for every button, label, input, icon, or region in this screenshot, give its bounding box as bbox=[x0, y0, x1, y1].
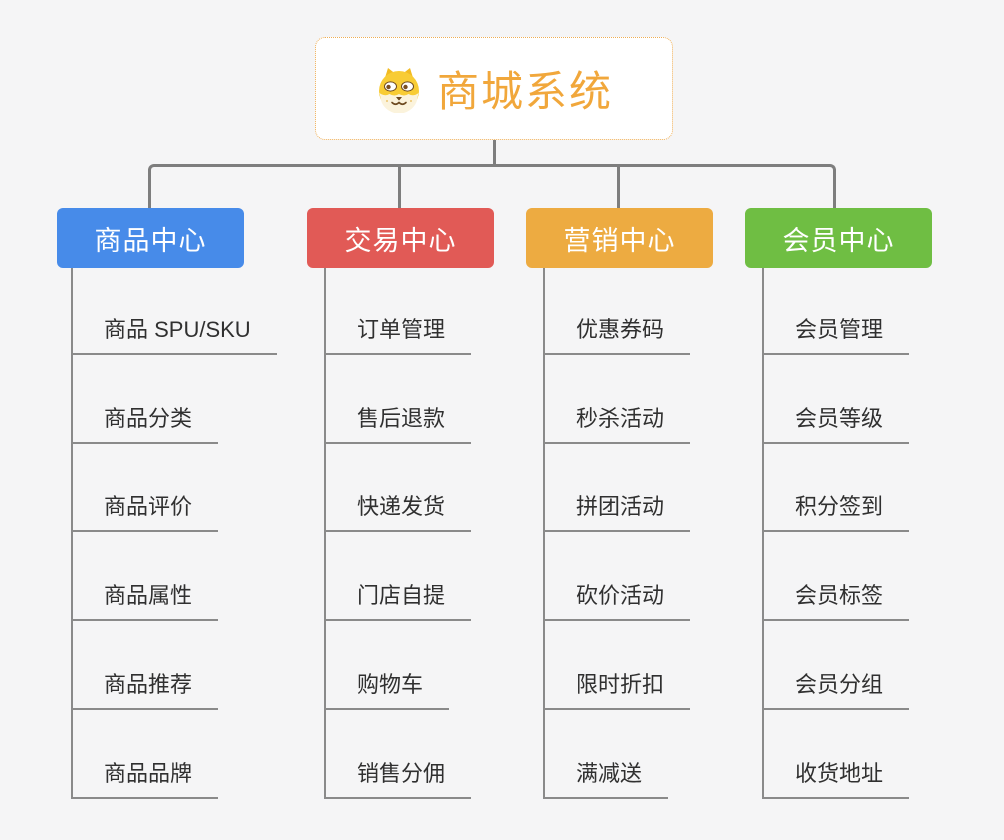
topic-item[interactable]: 秒杀活动 bbox=[543, 403, 691, 444]
connector-drop-marketing bbox=[617, 166, 620, 208]
trunk-line-product bbox=[71, 268, 73, 799]
topic-item[interactable]: 门店自提 bbox=[324, 580, 472, 621]
topic-item[interactable]: 商品评价 bbox=[71, 491, 219, 532]
branch-label: 商品中心 bbox=[94, 225, 207, 256]
root-title: 商城系统 bbox=[436, 68, 613, 115]
topic-item[interactable]: 收货地址 bbox=[762, 758, 910, 799]
branch-node-marketing-center[interactable]: 营销中心 bbox=[526, 208, 713, 268]
branch-node-member-center[interactable]: 会员中心 bbox=[745, 208, 932, 268]
connector-root-stub bbox=[493, 140, 496, 166]
topic-item[interactable]: 会员管理 bbox=[762, 314, 910, 355]
topic-item[interactable]: 拼团活动 bbox=[543, 491, 691, 532]
branch-node-product-center[interactable]: 商品中心 bbox=[57, 208, 244, 268]
topic-item[interactable]: 积分签到 bbox=[762, 491, 910, 532]
topic-item[interactable]: 售后退款 bbox=[324, 403, 472, 444]
topic-item[interactable]: 会员分组 bbox=[762, 669, 910, 710]
topic-item[interactable]: 销售分佣 bbox=[324, 758, 472, 799]
topic-item[interactable]: 快递发货 bbox=[324, 491, 472, 532]
topic-item[interactable]: 商品推荐 bbox=[71, 669, 219, 710]
topic-item[interactable]: 商品属性 bbox=[71, 580, 219, 621]
branch-node-trade-center[interactable]: 交易中心 bbox=[307, 208, 494, 268]
connector-drop-trade bbox=[398, 166, 401, 208]
topic-item[interactable]: 会员等级 bbox=[762, 403, 910, 444]
branch-label: 交易中心 bbox=[344, 225, 457, 256]
topic-item[interactable]: 限时折扣 bbox=[543, 669, 691, 710]
connector-arch bbox=[148, 164, 836, 208]
topic-item[interactable]: 订单管理 bbox=[324, 314, 472, 355]
trunk-line-trade bbox=[324, 268, 326, 799]
topic-item[interactable]: 商品 SPU/SKU bbox=[71, 314, 277, 355]
dog-face-icon bbox=[378, 67, 419, 113]
branch-label: 营销中心 bbox=[563, 225, 676, 256]
trunk-line-marketing bbox=[543, 268, 545, 799]
topic-item[interactable]: 满减送 bbox=[543, 758, 669, 799]
root-node-mall-system[interactable]: 商城系统 bbox=[315, 37, 673, 140]
branch-label: 会员中心 bbox=[782, 225, 895, 256]
topic-item[interactable]: 商品分类 bbox=[71, 403, 219, 444]
topic-item[interactable]: 优惠券码 bbox=[543, 314, 691, 355]
trunk-line-member bbox=[762, 268, 764, 799]
topic-item[interactable]: 购物车 bbox=[324, 669, 450, 710]
topic-item[interactable]: 商品品牌 bbox=[71, 758, 219, 799]
topic-item[interactable]: 会员标签 bbox=[762, 580, 910, 621]
topic-item[interactable]: 砍价活动 bbox=[543, 580, 691, 621]
